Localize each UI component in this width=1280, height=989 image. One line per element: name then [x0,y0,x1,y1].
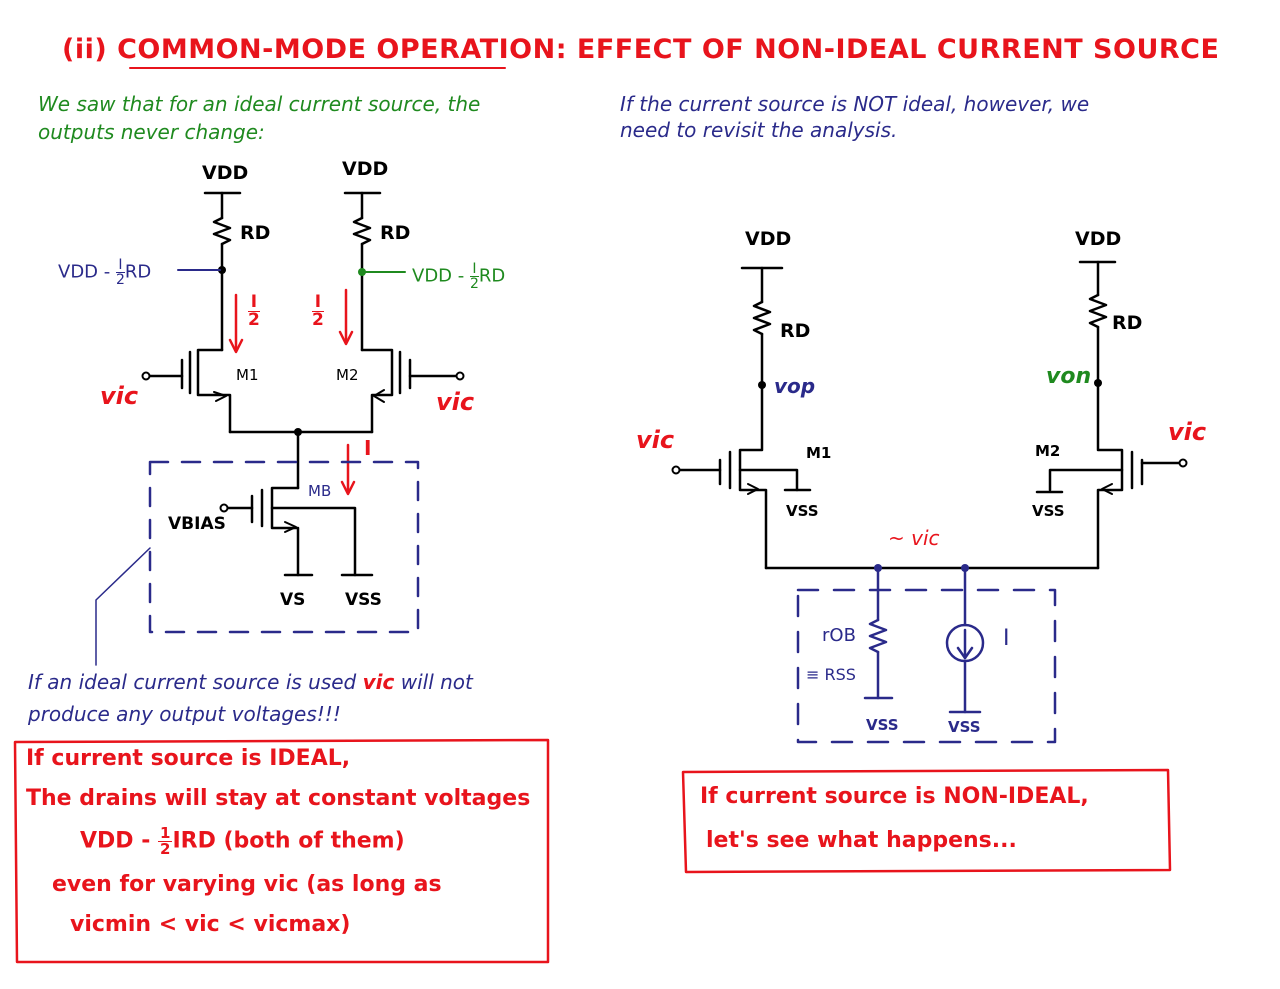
vs-label: VS [280,590,306,610]
vout-left-num: I [115,258,125,273]
vout-right-prefix: VDD - [412,265,470,287]
left-m2-label: M2 [336,366,359,384]
common-node-label: ~ vic [888,526,940,550]
right-half-current-den: 2 [312,310,324,330]
left-rd1-label: RD [240,222,271,244]
right-note-line2: need to revisit the analysis. [620,118,898,142]
left-m1-label: M1 [236,366,259,384]
vbias-label: VBIAS [168,514,226,534]
right-conclusion-box [681,768,1172,874]
rob-label: rOB [822,625,856,646]
right-vss4-label: VSS [948,718,981,736]
ideal-note-part1: If an ideal current source is used [28,670,357,694]
page-title: (ii) COMMON-MODE OPERATION: EFFECT OF NO… [62,34,1220,65]
vss-label: VSS [345,590,382,610]
left-box-line3-num: 1 [158,824,173,842]
non-ideal-source [863,566,985,714]
rss-label: ≡ RSS [806,665,856,684]
node-von [1094,379,1102,387]
left-note-line1: We saw that for an ideal current source,… [38,92,481,116]
mb-label: MB [308,482,332,500]
vout-left-suffix: RD [124,261,152,283]
left-vdd2-label: VDD [342,158,389,180]
right-box-line1: If current source is NON-IDEAL, [700,784,1089,809]
right-vss2-label: VSS [1032,502,1065,520]
left-box-line5: vicmin < vic < vicmax) [70,912,351,937]
left-vic-left: vic [100,382,139,410]
left-half-current-den: 2 [248,310,260,330]
right-circuit-terminals [671,458,1188,495]
ideal-note-line2: produce any output voltages!!! [28,702,341,726]
left-box-line4: even for varying vic (as long as [52,872,442,897]
right-circuit-wires [678,260,1182,570]
left-box-line1: If current source is IDEAL, [26,746,351,771]
right-vdd1-label: VDD [745,228,792,250]
current-arrows-left [228,288,356,496]
vout-left-prefix: VDD - [58,261,116,283]
left-note-line2: outputs never change: [38,120,265,144]
vout-left-den: 2 [115,272,125,288]
right-vdd2-label: VDD [1075,228,1122,250]
right-m1-label: M1 [806,444,832,462]
left-box-line3-suffix: IRD (both of them) [172,828,405,854]
node-right-drain [358,268,366,276]
left-box-line3-prefix: VDD - [80,828,158,854]
ideal-note-part2: will not [400,670,473,694]
ideal-note-line1: If an ideal current source is used vic w… [28,670,473,694]
current-source-label: I [1003,626,1010,651]
von-label: von [1046,364,1092,389]
node-tail [294,428,302,436]
right-note-line1: If the current source is NOT ideal, howe… [620,92,1090,116]
node-left-drain [218,266,226,274]
left-circuit-terminals [141,371,465,533]
left-conclusion-box [13,738,550,964]
right-box-line2: let's see what happens... [706,828,1017,853]
left-box-line2: The drains will stay at constant voltage… [26,786,531,811]
right-vic-right: vic [1168,418,1207,446]
right-half-current-num: I [312,294,324,312]
right-rd2-label: RD [1112,312,1143,334]
right-vss1-label: VSS [786,502,819,520]
non-ideal-source-box [796,588,1057,744]
tail-current-label: I [364,436,372,460]
vout-right-suffix: RD [478,265,506,287]
node-vop [758,381,766,389]
left-half-current-num: I [248,294,260,312]
vout-right-num: I [469,262,479,277]
left-vdd1-label: VDD [202,162,249,184]
right-m2-label: M2 [1035,442,1061,460]
ideal-source-box [148,460,420,634]
ideal-source-pointer [95,547,151,666]
left-vic-right: vic [436,388,475,416]
vout-right-den: 2 [469,276,479,292]
left-box-line3-den: 2 [160,840,171,858]
left-rd2-label: RD [380,222,411,244]
ideal-note-vic: vic [362,670,395,694]
common-node-text: ~ vic [888,526,940,550]
right-rd1-label: RD [780,320,811,342]
right-vic-left: vic [636,426,675,454]
right-vss3-label: VSS [866,716,899,734]
vop-label: vop [774,374,816,398]
